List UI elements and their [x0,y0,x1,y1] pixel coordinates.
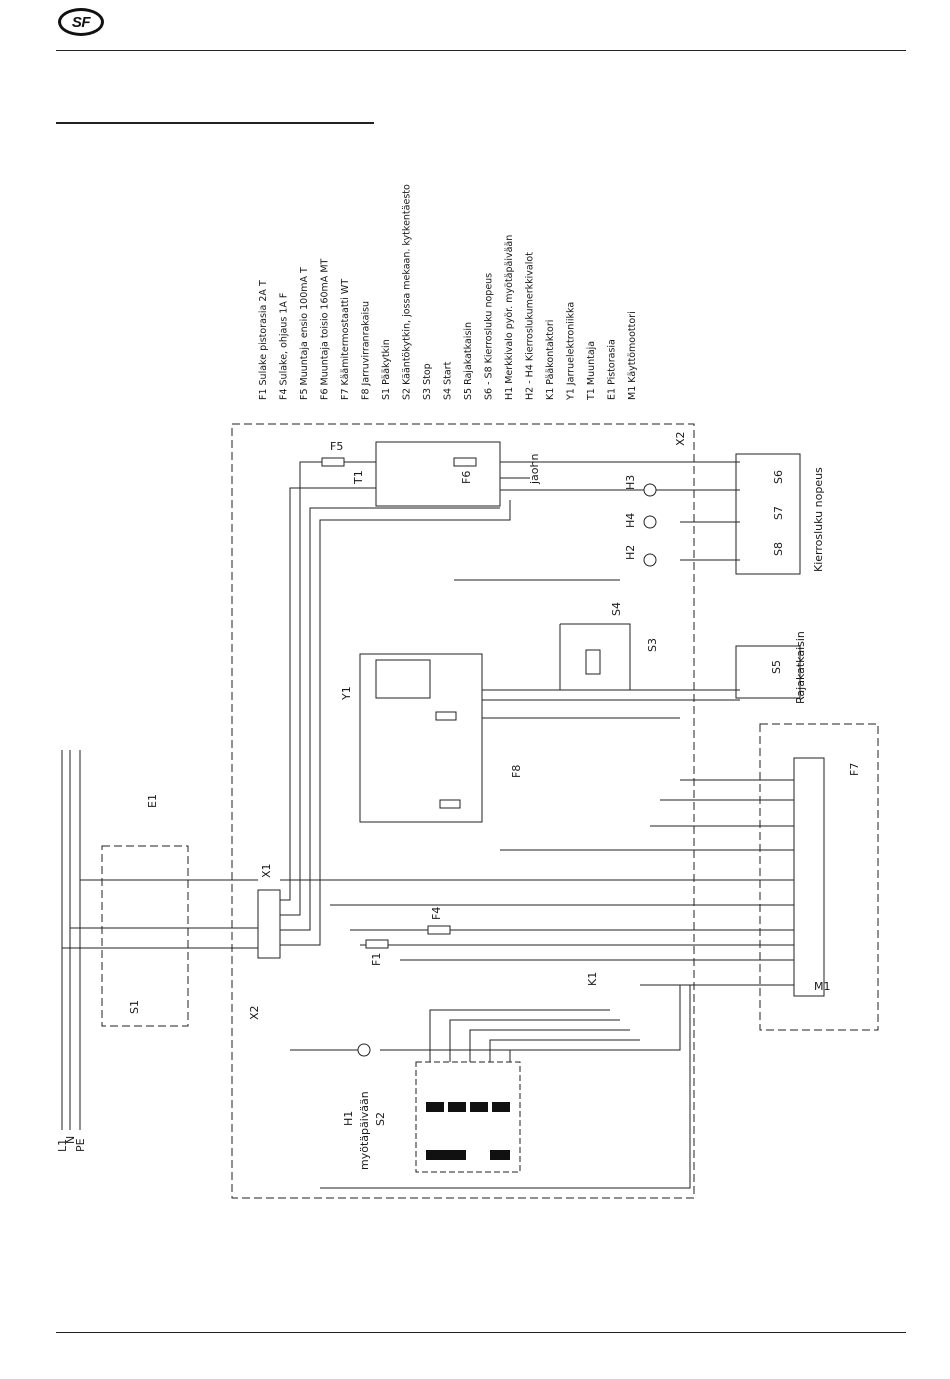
switch-contacts [426,1102,510,1160]
lamp-h2 [643,553,657,567]
footer-rule [56,1332,906,1333]
legend-entry: S1 Pääkytkin [381,339,392,400]
legend-entry: S3 Stop [422,363,433,400]
brake-electronics-box [359,653,483,823]
lamp-h4 [643,515,657,529]
limit-switch-box [735,645,801,699]
legend-entry: F8 Jarruvirranrakaisu [361,301,372,400]
title-underline [56,122,374,124]
resistor-brake [439,799,461,809]
label-k1: K1 [586,972,599,986]
legend-entry: K1 Pääkontaktori [545,320,556,400]
legend-entry: S2 Kääntökytkin, jossa mekaan. kytkentäe… [402,184,413,400]
component-legend: F1 Sulake pistorasia 2A T F4 Sulake, ohja… [258,184,638,401]
label-s7: S7 [772,506,785,520]
contactor-coil [585,649,601,675]
label-s3: S3 [646,638,659,652]
legend-entry: S5 Rajakatkaisin [463,322,474,400]
transformer-box [375,441,501,507]
fuse-f1 [365,939,389,949]
logo-text: SF [71,13,91,31]
legend-entry: F1 Sulake pistorasia 2A T [258,280,269,400]
legend-entry: F6 Muuntaja toisio 160mA MT [320,258,331,400]
label-s6: S6 [772,470,785,484]
motor-box-outline [759,723,879,1031]
label-f5: F5 [330,440,343,453]
motor-terminal-strip [793,757,825,997]
label-h4: H4 [624,513,637,528]
legend-entry: H1 Merkkivalo pyör. myötäpäivään [504,235,515,400]
terminal-strip-x1 [257,889,281,959]
label-m1: M1 [814,980,831,993]
legend-entry: E1 Pistorasia [607,339,618,400]
label-speed-selector: Kierrosluku nopeus [812,467,825,572]
fuse-f6 [453,457,477,467]
legend-entry: F7 Käämitermostaatti WT [340,279,351,400]
label-h2: H2 [624,545,637,560]
label-myotapaivaan: myötäpäivään [358,1091,371,1170]
label-h1: H1 [342,1111,355,1126]
label-s8: S8 [772,542,785,556]
resistor-c1 [435,711,457,721]
label-limit-switch: Rajakatkaisin [794,631,807,704]
label-h3: H3 [624,475,637,490]
brake-module [375,659,431,699]
label-f7: F7 [848,763,861,776]
label-s1: S1 [128,1000,141,1014]
label-x2-lower: X2 [248,1005,261,1020]
lamps [357,483,657,1057]
legend-entry: S6 - S8 Kierrosluku nopeus [484,273,495,400]
label-jaohn: jaohn [528,454,541,485]
reversing-switch-box [415,1061,521,1173]
label-s5: S5 [770,660,783,674]
fuse-f5 [321,457,345,467]
label-f4: F4 [430,907,443,920]
label-f8: F8 [510,765,523,778]
sf-logo: SF [58,8,104,36]
label-n: N [64,1136,77,1144]
label-x2: X2 [674,431,687,446]
label-f1: F1 [370,953,383,966]
fuse-f4 [427,925,451,935]
speed-selector-box [735,453,801,575]
header-rule [56,50,906,51]
legend-entry: T1 Muuntaja [586,341,597,401]
label-l1: L1 [56,1139,69,1152]
lamp-h1 [357,1043,371,1057]
legend-entry: Y1 Jarruelektroniikka [566,302,577,401]
label-x1: X1 [260,863,273,878]
label-t1: T1 [352,470,365,485]
label-s4: S4 [610,602,623,616]
legend-entry: F5 Muuntaja ensio 100mA T [299,267,310,400]
mains-switch-box [101,845,189,1027]
label-e1: E1 [146,794,159,808]
wiring [62,461,794,1189]
label-y1: Y1 [340,686,353,701]
legend-entry: H2 - H4 Kierroslukumerkkivalot [525,252,536,400]
lamp-h3 [643,483,657,497]
label-s2: S2 [374,1112,387,1126]
label-f6: F6 [460,471,473,484]
label-pe: PE [74,1138,87,1152]
legend-entry: M1 Käyttömoottori [627,311,638,400]
control-box-outline [231,423,695,1199]
legend-entry: S4 Start [443,361,454,400]
legend-entry: F4 Sulake, ohjaus 1A F [279,293,290,400]
